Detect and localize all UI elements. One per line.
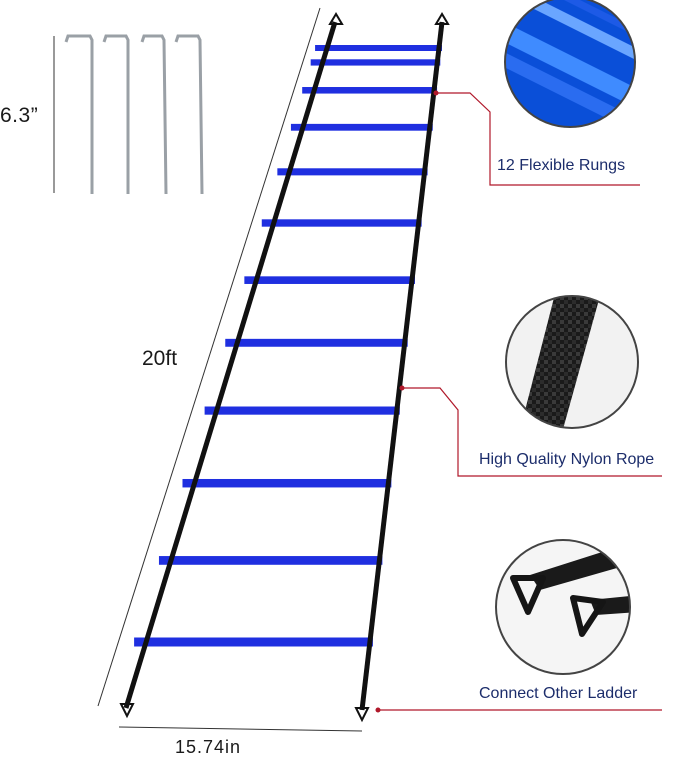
stakes bbox=[53, 34, 204, 195]
agility-ladder bbox=[119, 12, 450, 723]
bottom-right-hook-icon bbox=[354, 707, 370, 723]
stake-2 bbox=[102, 34, 130, 194]
connector-detail-image bbox=[495, 539, 631, 675]
ladder-rung bbox=[277, 168, 428, 176]
ladder-rung bbox=[204, 406, 400, 415]
ladder-rung bbox=[134, 637, 373, 647]
ladder-rungs bbox=[134, 45, 442, 647]
length-dimension-line bbox=[97, 7, 321, 707]
rope-detail-image bbox=[505, 295, 639, 429]
top-left-hook-icon bbox=[328, 12, 344, 25]
connect-connector-dot bbox=[375, 707, 381, 713]
rungs-callout: 12 Flexible Rungs bbox=[497, 157, 626, 174]
stake-1 bbox=[64, 34, 94, 194]
right-strap bbox=[359, 21, 445, 711]
ladder-rung bbox=[244, 276, 415, 284]
rope-connector bbox=[402, 387, 662, 477]
stake-3 bbox=[140, 34, 168, 195]
rungs-connector bbox=[436, 92, 640, 186]
rungs-connector-dot bbox=[433, 90, 439, 96]
ladder-width-label: 15.74in bbox=[175, 737, 242, 757]
rope-connector-dot bbox=[399, 385, 405, 391]
ladder-rung bbox=[261, 219, 422, 227]
ladder-rung bbox=[290, 123, 433, 131]
ladder-rung bbox=[182, 478, 392, 488]
width-dimension-line bbox=[118, 726, 363, 732]
stake-height-label: 6.3” bbox=[0, 104, 39, 127]
stake-4 bbox=[174, 34, 204, 195]
top-right-hook-icon bbox=[434, 12, 450, 25]
connect-callout: Connect Other Ladder bbox=[479, 685, 638, 702]
bottom-left-hook-icon bbox=[119, 703, 135, 719]
left-strap bbox=[123, 21, 338, 709]
ladder-rung bbox=[158, 556, 383, 565]
ladder-rung bbox=[302, 87, 438, 94]
ladder-rung bbox=[225, 338, 408, 347]
callout-connectors bbox=[375, 90, 662, 713]
ladder-length-label: 20ft bbox=[142, 347, 178, 370]
ladder-rung bbox=[310, 59, 441, 66]
rung-detail-image bbox=[504, 0, 636, 128]
rope-callout: High Quality Nylon Rope bbox=[479, 451, 655, 468]
ladder-rung bbox=[315, 45, 442, 51]
